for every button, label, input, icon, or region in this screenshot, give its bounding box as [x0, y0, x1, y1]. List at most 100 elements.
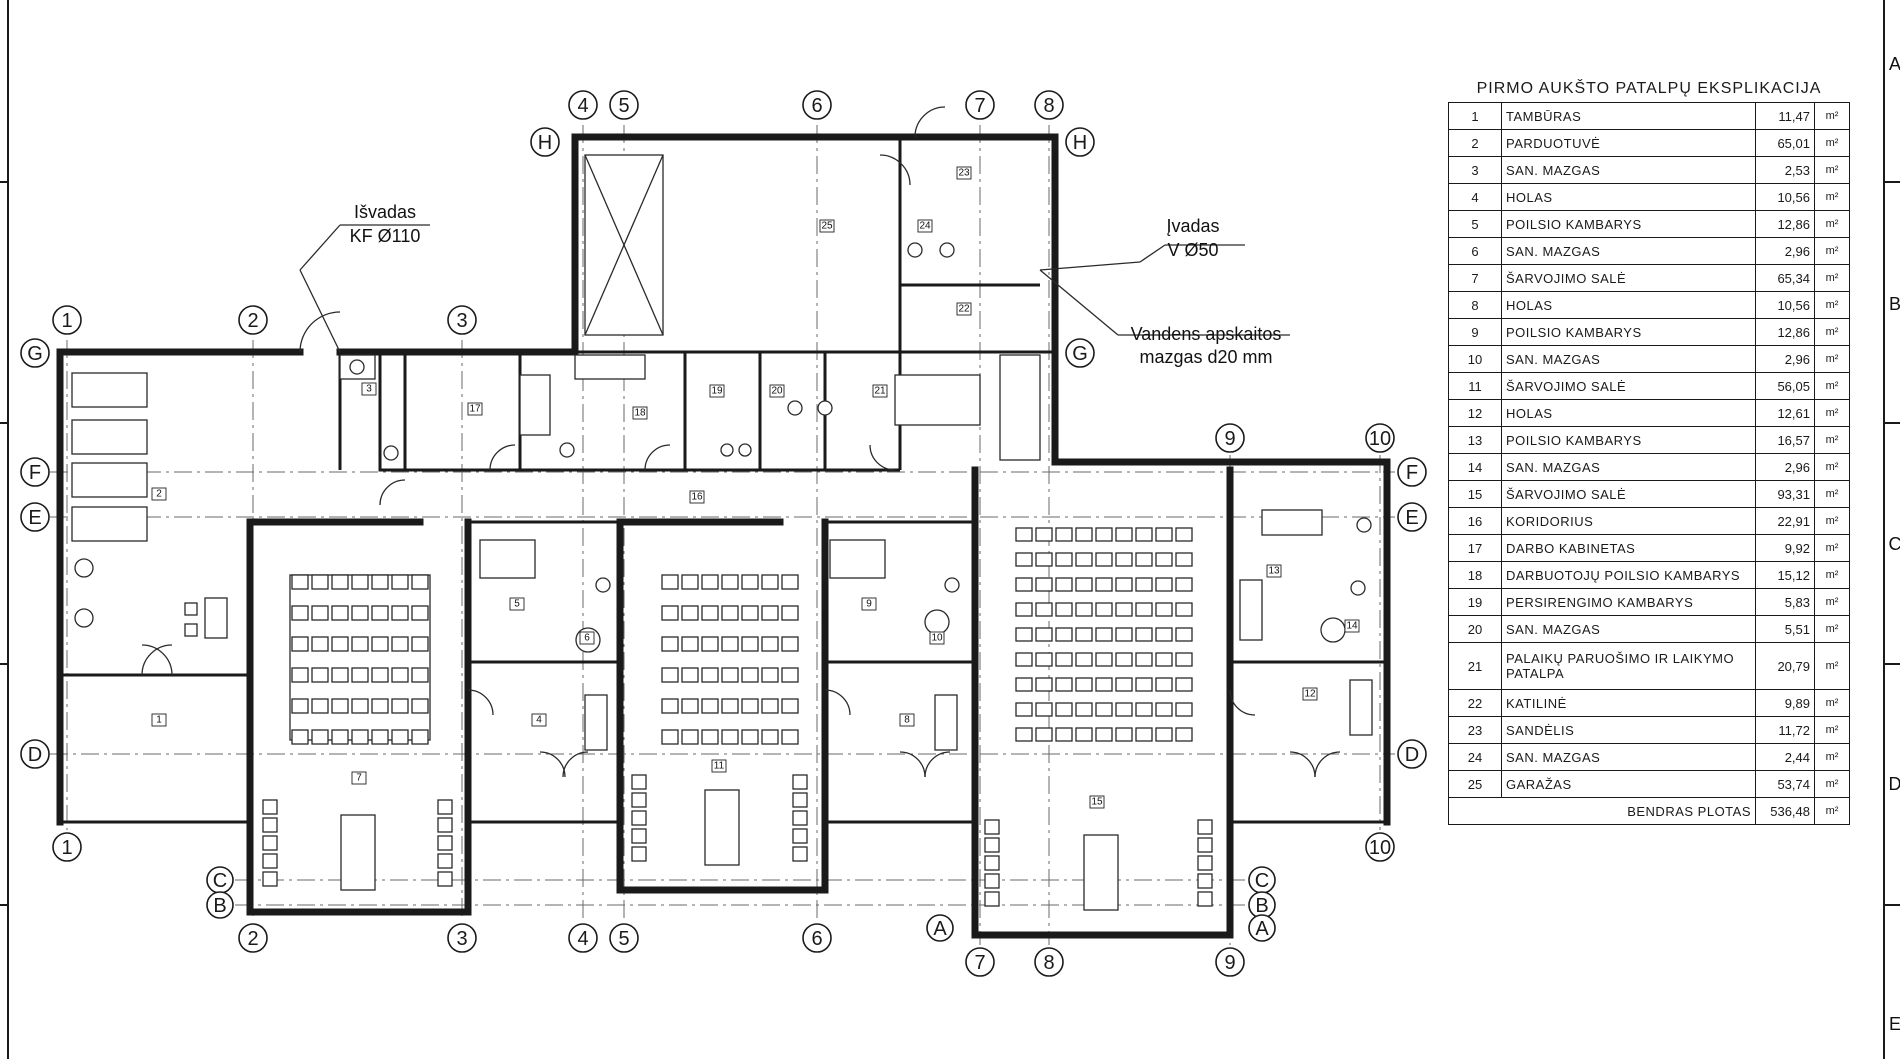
- room-tag: 22: [958, 304, 970, 315]
- grid-bubble-A-right: A: [1248, 914, 1276, 942]
- seat: [1155, 627, 1173, 642]
- seat: [701, 605, 719, 621]
- seat: [1197, 819, 1213, 835]
- room-schedule: PIRMO AUKŠTO PATALPŲ EKSPLIKACIJA 1Tambū…: [1448, 80, 1850, 825]
- garage-door-outline: [584, 154, 664, 336]
- svg-text:7: 7: [974, 952, 985, 974]
- schedule-name: Tambūras: [1501, 102, 1756, 130]
- schedule-name: San. mazgas: [1501, 615, 1756, 643]
- seat: [1095, 552, 1113, 567]
- seat: [984, 855, 1000, 871]
- seat: [262, 871, 278, 887]
- grid-bubble-3-top: 3: [447, 305, 477, 335]
- svg-text:1: 1: [61, 837, 72, 859]
- schedule-area: 22,91: [1755, 507, 1815, 535]
- seat: [1135, 627, 1153, 642]
- schedule-unit: m²: [1814, 561, 1850, 589]
- seat: [1015, 602, 1033, 617]
- seat: [1155, 727, 1173, 742]
- schedule-no: 21: [1448, 642, 1502, 690]
- svg-text:8: 8: [1043, 95, 1054, 117]
- room-tag: 5: [514, 599, 520, 610]
- sheet-frame-ticks: [0, 181, 1900, 906]
- svg-text:7: 7: [974, 95, 985, 117]
- svg-text:5: 5: [618, 95, 629, 117]
- seat: [761, 574, 779, 590]
- schedule-no: 1: [1448, 102, 1502, 130]
- seat: [1175, 727, 1193, 742]
- schedule-no: 12: [1448, 399, 1502, 427]
- schedule-unit: m²: [1814, 615, 1850, 643]
- schedule-name: San. mazgas: [1501, 453, 1756, 481]
- svg-text:B: B: [213, 895, 226, 917]
- svg-text:E: E: [1405, 507, 1418, 529]
- schedule-area: 16,57: [1755, 426, 1815, 454]
- schedule-unit: m²: [1814, 689, 1850, 717]
- seat: [1055, 527, 1073, 542]
- seat: [291, 605, 309, 621]
- seat: [761, 729, 779, 745]
- seat: [1155, 577, 1173, 592]
- seat: [781, 636, 799, 652]
- svg-text:G: G: [27, 343, 43, 365]
- schedule-no: 13: [1448, 426, 1502, 454]
- seat: [661, 574, 679, 590]
- schedule-no: 10: [1448, 345, 1502, 373]
- seat: [437, 871, 453, 887]
- seat: [1175, 552, 1193, 567]
- schedule-no: 25: [1448, 770, 1502, 798]
- schedule-no: 14: [1448, 453, 1502, 481]
- schedule-name: San. mazgas: [1501, 345, 1756, 373]
- seat: [1095, 652, 1113, 667]
- seat: [721, 698, 739, 714]
- lounge-tables: [479, 354, 1373, 751]
- seat: [631, 810, 647, 826]
- seat: [1115, 677, 1133, 692]
- outlet-label-line2: KF Ø110: [350, 226, 421, 246]
- pipe-annotations: Išvadas KF Ø110 Įvadas V Ø50 Vandens aps…: [350, 202, 1282, 367]
- svg-text:A: A: [1255, 918, 1269, 940]
- seat: [1075, 677, 1093, 692]
- schedule-total-label: Bendras plotas: [1448, 797, 1756, 825]
- seat: [371, 729, 389, 745]
- room-tag: 11: [714, 761, 725, 772]
- seat: [792, 792, 808, 808]
- seat: [741, 636, 759, 652]
- grid-bubble-4-bottom: 4: [568, 923, 598, 953]
- grid-bubble-6-bottom: 6: [802, 923, 832, 953]
- schedule-unit: m²: [1814, 743, 1850, 771]
- schedule-no: 4: [1448, 183, 1502, 211]
- svg-text:4: 4: [577, 95, 588, 117]
- schedule-total-area: 536,48: [1755, 797, 1815, 825]
- room-tag: 4: [536, 715, 542, 726]
- seat: [1055, 577, 1073, 592]
- schedule-area: 65,01: [1755, 129, 1815, 157]
- seat: [437, 835, 453, 851]
- seat: [437, 817, 453, 833]
- seat: [391, 698, 409, 714]
- seat: [1135, 677, 1153, 692]
- seat: [1035, 527, 1053, 542]
- schedule-unit: m²: [1814, 210, 1850, 238]
- seat: [1075, 602, 1093, 617]
- seat: [1055, 652, 1073, 667]
- room-schedule-title: PIRMO AUKŠTO PATALPŲ EKSPLIKACIJA: [1476, 80, 1822, 97]
- catafalques: [340, 789, 1119, 911]
- schedule-area: 12,86: [1755, 210, 1815, 238]
- seat: [681, 667, 699, 683]
- schedule-name: Katilinė: [1501, 689, 1756, 717]
- seat: [371, 636, 389, 652]
- seat: [701, 667, 719, 683]
- schedule-unit: m²: [1814, 264, 1850, 292]
- zone-letter: D: [1889, 774, 1900, 794]
- seat: [331, 636, 349, 652]
- seat: [1095, 702, 1113, 717]
